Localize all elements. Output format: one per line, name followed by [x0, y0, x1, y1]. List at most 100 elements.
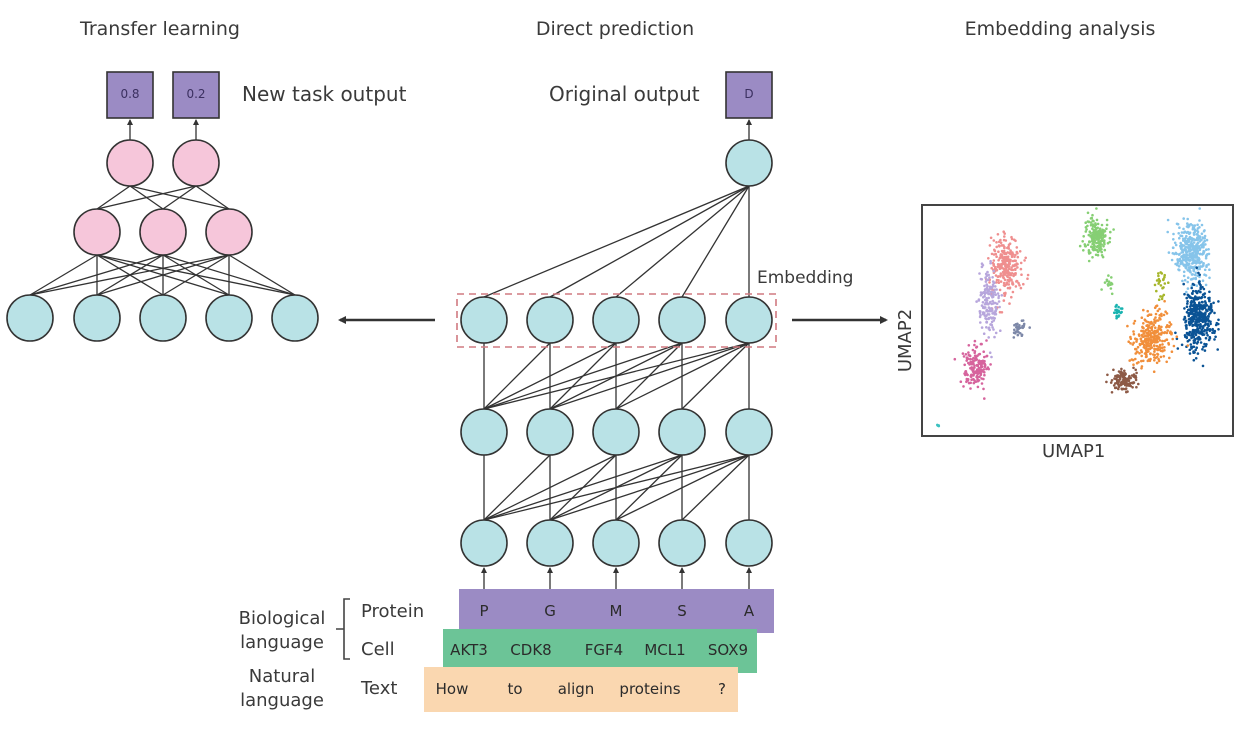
umap-point — [1098, 229, 1101, 233]
umap-point — [1131, 386, 1134, 389]
umap-point — [974, 358, 977, 362]
umap-point — [1082, 249, 1085, 252]
umap-point — [1180, 231, 1184, 234]
umap-point — [996, 233, 1000, 236]
umap-point — [1155, 338, 1158, 341]
umap-point — [1126, 324, 1129, 328]
umap-point — [1171, 337, 1174, 341]
umap-point — [995, 307, 998, 311]
umap-point — [959, 380, 963, 383]
umap-point — [1208, 290, 1211, 294]
cell-token: CDK8 — [510, 641, 552, 659]
umap-point — [1083, 243, 1087, 246]
umap-point — [988, 281, 991, 284]
umap-point — [995, 255, 998, 258]
umap-point — [1198, 275, 1201, 279]
umap-point — [999, 238, 1002, 242]
umap-point — [967, 351, 970, 354]
umap-point — [1174, 331, 1177, 335]
umap-point — [1015, 280, 1019, 283]
umap-point — [1203, 300, 1207, 303]
umap-point — [996, 263, 1000, 266]
umap-point — [1015, 326, 1018, 329]
umap-point — [1113, 377, 1116, 380]
umap-point — [1163, 331, 1167, 334]
umap-point — [1182, 239, 1185, 242]
umap-point — [985, 299, 989, 302]
umap-point — [970, 378, 973, 381]
umap-point — [1186, 302, 1189, 305]
umap-point — [1100, 250, 1103, 254]
protein-token: S — [677, 602, 687, 620]
umap-point — [1191, 282, 1195, 286]
umap-point — [1003, 294, 1007, 297]
protein-token: A — [743, 602, 755, 620]
umap-point — [1173, 252, 1176, 256]
umap-point — [966, 378, 970, 381]
umap-point — [979, 373, 983, 377]
umap-point — [1167, 251, 1171, 254]
umap-point — [973, 370, 977, 374]
umap-point — [1192, 300, 1195, 303]
umap-point — [1084, 230, 1088, 233]
umap-point — [1199, 244, 1203, 247]
umap-point — [1146, 324, 1149, 327]
umap-point — [985, 320, 988, 324]
umap-point — [1152, 370, 1156, 373]
umap-point — [1192, 358, 1196, 362]
umap-point — [1202, 293, 1206, 296]
umap-point — [1103, 239, 1106, 242]
umap-point — [1197, 245, 1201, 248]
umap-point — [1008, 302, 1011, 305]
umap-point — [1208, 335, 1212, 339]
umap-point — [1016, 255, 1020, 259]
cluster-green-trail — [1100, 274, 1114, 296]
natural-language-label: Natural language — [240, 666, 324, 711]
umap-point — [1194, 277, 1198, 281]
umap-point — [1153, 318, 1156, 321]
transfer-learning-title: Transfer learning — [80, 18, 240, 40]
umap-point — [1202, 287, 1206, 291]
umap-point — [994, 274, 998, 277]
umap-point — [969, 357, 972, 361]
umap-point — [1011, 290, 1015, 294]
umap-point — [1188, 231, 1192, 234]
umap-point — [995, 245, 998, 249]
umap-point — [996, 265, 1000, 268]
umap-point — [997, 259, 1000, 262]
umap-point — [1089, 223, 1093, 227]
umap-point — [1165, 312, 1169, 315]
umap-point — [1129, 376, 1132, 380]
umap-point — [1078, 244, 1082, 248]
umap-point — [1127, 340, 1130, 343]
umap-point — [1201, 333, 1204, 337]
umap-point — [1185, 261, 1189, 264]
umap-point — [1162, 286, 1165, 289]
umap-point — [985, 297, 988, 300]
umap-point — [976, 385, 980, 389]
embedding-node — [526, 296, 574, 344]
umap-point — [1139, 337, 1143, 341]
umap-scatter — [936, 207, 1220, 428]
umap-point — [1145, 334, 1149, 338]
umap-point — [1014, 239, 1017, 243]
umap-point — [1191, 289, 1195, 293]
umap-point — [1168, 356, 1171, 360]
umap-point — [985, 354, 989, 358]
umap-point — [1112, 228, 1115, 231]
umap-point — [1175, 337, 1179, 341]
umap-point — [1085, 228, 1088, 231]
umap-point — [991, 280, 995, 283]
umap-point — [1194, 304, 1197, 307]
umap-point — [1198, 236, 1202, 239]
umap-point — [982, 350, 985, 353]
umap-point — [1199, 287, 1202, 291]
umap-point — [1194, 357, 1198, 360]
umap-point — [1106, 373, 1109, 377]
umap-point — [1191, 226, 1195, 230]
umap-point — [984, 314, 988, 317]
umap-point — [972, 372, 976, 376]
umap-point — [992, 319, 996, 322]
umap-point — [1000, 311, 1004, 314]
umap-point — [1180, 248, 1184, 251]
